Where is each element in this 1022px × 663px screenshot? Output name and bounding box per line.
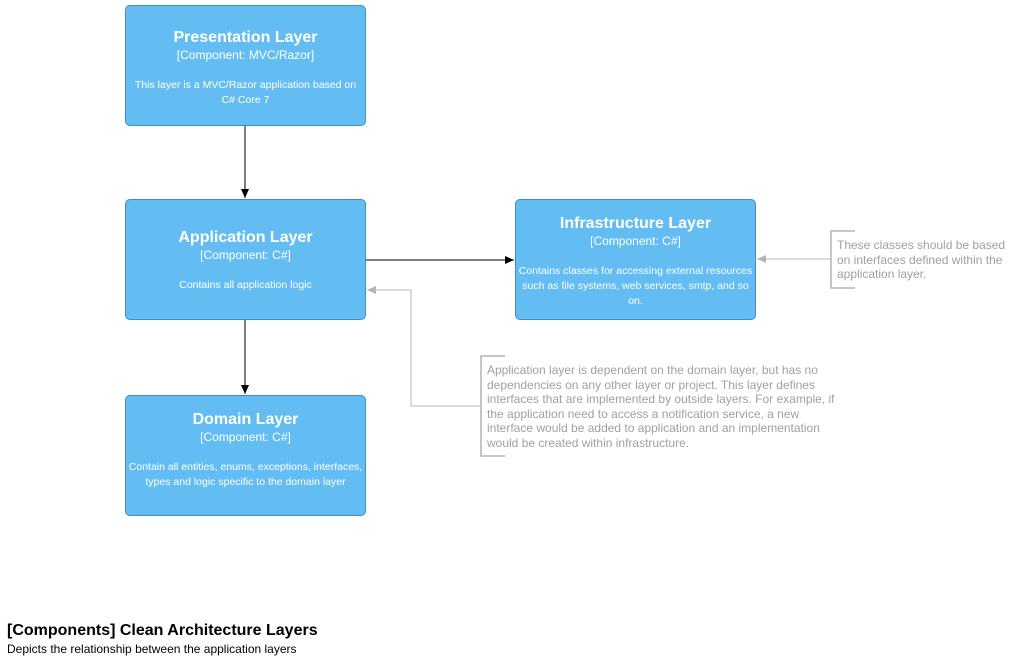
domain-layer-box: Domain Layer [Component: C#] Contain all…: [125, 395, 366, 516]
infrastructure-layer-title: Infrastructure Layer: [559, 215, 712, 232]
presentation-layer-title: Presentation Layer: [173, 29, 318, 46]
application-note: Application layer is dependent on the do…: [487, 363, 835, 450]
infrastructure-layer-box: Infrastructure Layer [Component: C#] Con…: [515, 199, 756, 320]
application-layer-description: Contains all application logic: [179, 279, 312, 291]
infrastructure-layer-description: Contains classes for accessing external …: [518, 265, 753, 307]
domain-layer-subtitle: [Component: C#]: [200, 430, 291, 444]
diagram-title: [Components] Clean Architecture Layers: [7, 622, 318, 639]
infrastructure-layer-subtitle: [Component: C#]: [590, 234, 681, 248]
note-connector-application: [367, 286, 481, 407]
presentation-layer-box: Presentation Layer [Component: MVC/Razor…: [125, 5, 366, 126]
presentation-layer-subtitle: [Component: MVC/Razor]: [176, 48, 315, 62]
application-layer-subtitle: [Component: C#]: [200, 248, 291, 262]
domain-layer-description: Contain all entities, enums, exceptions,…: [128, 461, 363, 488]
domain-layer-title: Domain Layer: [192, 411, 299, 428]
presentation-layer-description: This layer is a MVC/Razor application ba…: [134, 79, 357, 106]
application-layer-title: Application Layer: [178, 229, 313, 246]
application-layer-box: Application Layer [Component: C#] Contai…: [125, 199, 366, 320]
diagram-subtitle: Depicts the relationship between the app…: [7, 642, 297, 656]
infrastructure-note: These classes should be based on interfa…: [837, 238, 1006, 281]
